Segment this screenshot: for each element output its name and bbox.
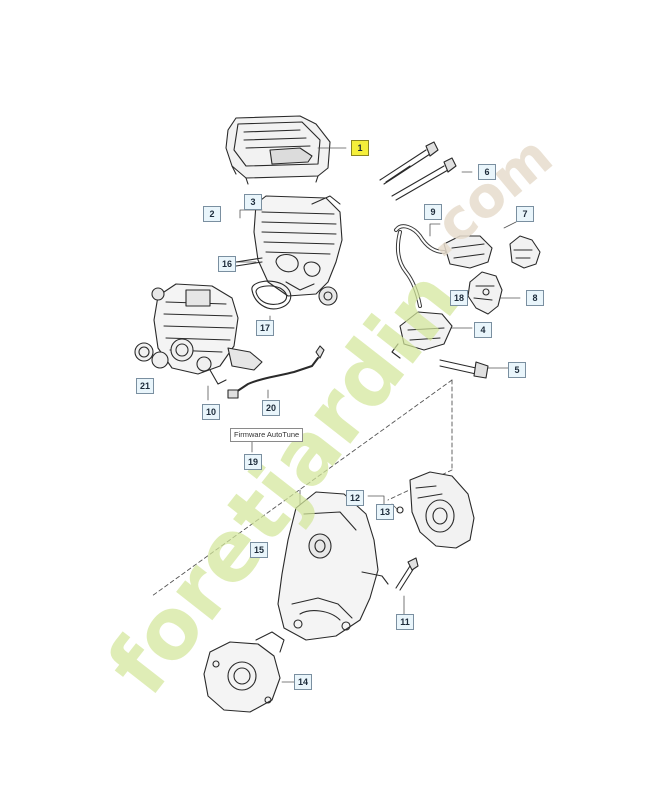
firmware-autotune-label: Firmware AutoTune (230, 428, 304, 442)
part-cylinder (253, 195, 343, 306)
part-bracket (467, 271, 503, 315)
part-pulley-bracket (396, 471, 475, 549)
part-carburetor (151, 283, 263, 385)
part-cover (225, 115, 331, 185)
part-ring (134, 342, 154, 362)
callout-15[interactable]: 15 (250, 542, 268, 558)
callout-7[interactable]: 7 (516, 206, 534, 222)
callout-9[interactable]: 9 (424, 204, 442, 220)
part-bolt-11 (395, 557, 419, 591)
callout-21[interactable]: 21 (136, 378, 154, 394)
callout-4[interactable]: 4 (474, 322, 492, 338)
callout-12[interactable]: 12 (346, 490, 364, 506)
part-bolts (379, 141, 457, 201)
callout-13[interactable]: 13 (376, 504, 394, 520)
callout-14[interactable]: 14 (294, 674, 312, 690)
callout-6[interactable]: 6 (478, 164, 496, 180)
callout-5[interactable]: 5 (508, 362, 526, 378)
part-screw (439, 359, 489, 379)
callout-8[interactable]: 8 (526, 290, 544, 306)
part-ignition-module (391, 311, 453, 359)
callout-1[interactable]: 1 (351, 140, 369, 156)
callout-10[interactable]: 10 (202, 404, 220, 420)
callout-11[interactable]: 11 (396, 614, 414, 630)
callout-20[interactable]: 20 (262, 400, 280, 416)
callout-19[interactable]: 19 (244, 454, 262, 470)
callout-17[interactable]: 17 (256, 320, 274, 336)
callout-18[interactable]: 18 (450, 290, 468, 306)
part-hose (394, 224, 493, 308)
callout-16[interactable]: 16 (218, 256, 236, 272)
part-intake (203, 631, 285, 713)
part-cable (227, 345, 325, 399)
part-gasket (251, 280, 292, 310)
part-bulb (509, 235, 541, 269)
part-crankcase (277, 491, 389, 641)
callout-2[interactable]: 2 (203, 206, 221, 222)
part-pin (235, 257, 263, 267)
callout-3[interactable]: 3 (244, 194, 262, 210)
